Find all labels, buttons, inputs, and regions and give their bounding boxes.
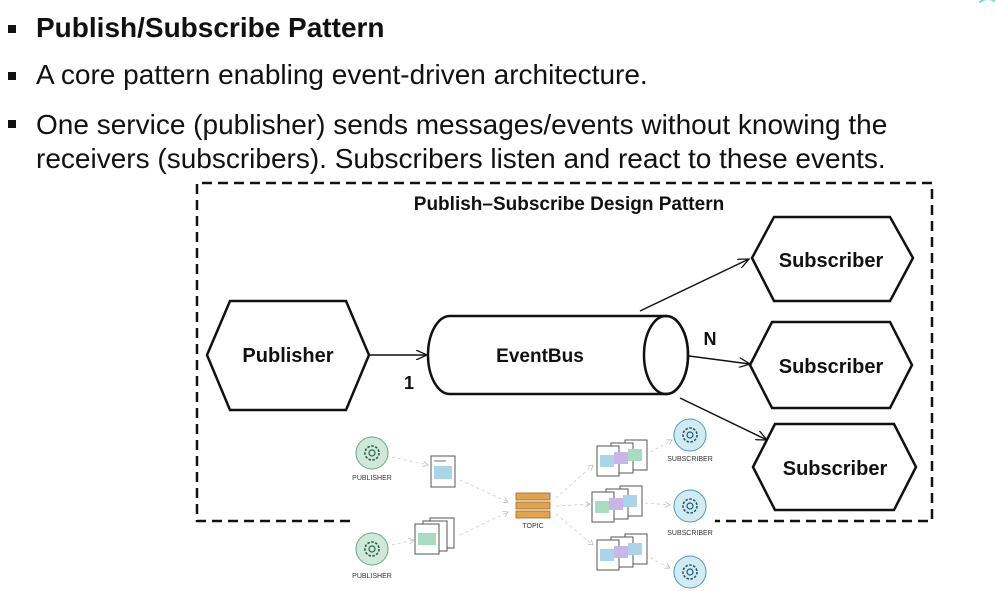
message-document-icon bbox=[430, 455, 456, 488]
subscriber-gear-icon bbox=[673, 418, 707, 452]
publisher-multiplicity: 1 bbox=[404, 373, 414, 393]
subscriber-hexagon bbox=[748, 320, 914, 410]
message-document-stack-icon bbox=[414, 517, 455, 555]
subscriber-caption: SUBSCRIBER bbox=[667, 456, 713, 463]
bullet-marker bbox=[8, 25, 16, 33]
subscriber-node: Subscriber bbox=[748, 320, 914, 410]
publisher-node: Publisher bbox=[205, 299, 371, 412]
topic-icon bbox=[515, 492, 551, 519]
publisher-gear-icon bbox=[355, 436, 389, 470]
message-document-stack-icon bbox=[596, 533, 648, 571]
bullet-text-line: One service (publisher) sends messages/e… bbox=[36, 109, 888, 140]
publisher-gear-icon bbox=[355, 532, 389, 566]
bullet-marker bbox=[8, 120, 16, 128]
subscriber-hexagon bbox=[751, 422, 918, 512]
publisher-caption: PUBLISHER bbox=[352, 475, 392, 482]
subscriber-label: Subscriber bbox=[779, 250, 884, 272]
subscriber-node: Subscriber bbox=[751, 422, 918, 512]
bullet-heading: Publish/Subscribe Pattern bbox=[36, 12, 385, 43]
bullet-text-line: receivers (subscribers). Subscribers lis… bbox=[36, 143, 886, 174]
bullet-text: A core pattern enabling event-driven arc… bbox=[36, 59, 648, 90]
topic-caption: TOPIC bbox=[522, 523, 543, 530]
subscriber-gear-icon bbox=[673, 555, 707, 589]
subscriber-gear-icon bbox=[673, 489, 707, 523]
subscribe-arrow-2 bbox=[688, 355, 750, 364]
dashed-frame bbox=[195, 181, 934, 523]
subscribe-arrow-3 bbox=[679, 397, 767, 440]
bullet-marker bbox=[8, 72, 16, 80]
subscriber-label: Subscriber bbox=[779, 356, 884, 378]
subscribe-arrow-1 bbox=[639, 258, 749, 312]
message-document-stack-icon bbox=[591, 485, 643, 523]
eventbus-node: EventBus bbox=[426, 314, 690, 396]
message-document-stack-icon bbox=[596, 439, 648, 477]
eventbus-label: EventBus bbox=[496, 346, 584, 367]
eventbus-cylinder-end bbox=[642, 314, 690, 396]
subscriber-caption: SUBSCRIBER bbox=[667, 530, 713, 537]
subscriber-node: Subscriber bbox=[750, 215, 915, 303]
publisher-caption: PUBLISHER bbox=[352, 573, 392, 580]
publisher-label: Publisher bbox=[242, 345, 333, 367]
mini-pubsub-illustration: PUBLISHER PUBLISHER TOPIC bbox=[352, 418, 713, 589]
subscriber-label: Subscriber bbox=[783, 458, 888, 480]
subscriber-hexagon bbox=[750, 215, 915, 303]
bullet-text: One service (publisher) sends messages/e… bbox=[36, 108, 887, 176]
diagram-title: Publish–Subscribe Design Pattern bbox=[414, 194, 724, 215]
subscriber-multiplicity: N bbox=[704, 329, 717, 349]
